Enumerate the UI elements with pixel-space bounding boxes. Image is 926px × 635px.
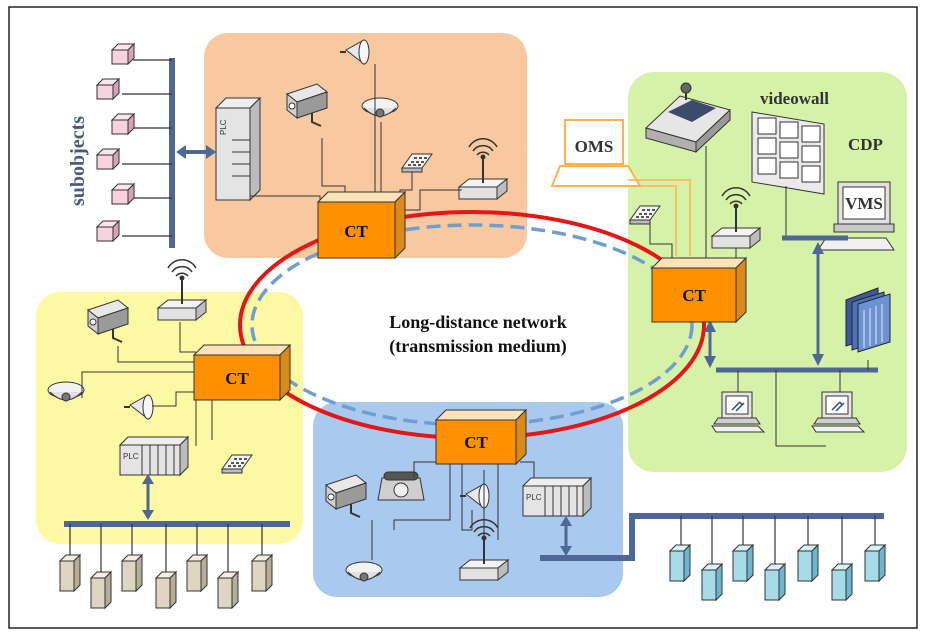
cabinet-icon: [90, 571, 112, 609]
vms-label: VMS: [845, 194, 883, 213]
top-zone-devices: PLC: [214, 39, 508, 211]
ct-bottom-label: CT: [464, 433, 488, 452]
plc-rack-icon: [119, 436, 189, 476]
cdp-label: CDP: [848, 135, 883, 154]
oms-label: OMS: [575, 137, 614, 156]
cabinet-icon: [251, 554, 273, 592]
cabinet-icon: [669, 544, 691, 582]
outer-frame: [8, 6, 918, 629]
bottom-right-bus: [540, 513, 884, 561]
plc-tower-label: PLC: [219, 119, 228, 135]
server-stack-icon: [845, 287, 891, 353]
subobject-terminal-icon: [96, 220, 120, 242]
cabinet-icon: [864, 544, 886, 582]
subobjects-label: subobjects: [67, 116, 89, 206]
ct-right-label: CT: [682, 286, 706, 305]
subobject-terminal-icon: [96, 148, 120, 170]
cabinet-icon: [186, 554, 208, 592]
cabinet-icon: [764, 563, 786, 601]
ct-right: CT: [650, 256, 748, 324]
subobject-terminal-icon: [111, 183, 135, 205]
arrow-up-icon: [560, 516, 572, 526]
cabinet-icon: [217, 571, 239, 609]
cabinet-icon: [701, 563, 723, 601]
plc-tower-icon: PLC: [214, 96, 262, 202]
subobjects-group: subobjects: [67, 43, 216, 248]
network-title-line2: (transmission medium): [389, 336, 567, 357]
subobject-terminal-icon: [111, 43, 135, 65]
arrow-down-icon: [704, 356, 716, 368]
arrow-down-icon: [812, 354, 824, 366]
radio-transmitter-icon: [157, 258, 207, 321]
ct-top-label: CT: [344, 222, 368, 241]
subobject-terminal-icon: [111, 113, 135, 135]
cabinet-icon: [831, 563, 853, 601]
ct-bottom: CT: [434, 408, 528, 466]
control-desk-icon: [645, 82, 731, 154]
arrow-up-icon: [704, 320, 716, 332]
telephone-icon: [377, 471, 425, 501]
zone-top: [204, 33, 527, 258]
videowall-icon: [751, 111, 825, 195]
arrow-up-icon: [812, 242, 824, 254]
cabinet-icon: [59, 554, 81, 592]
arrow-right-icon: [206, 145, 216, 159]
ct-top: CT: [316, 190, 407, 260]
bottom-zone-devices: [325, 461, 886, 601]
vms-computer-icon: VMS: [817, 181, 895, 251]
zone-bottom: [313, 402, 623, 597]
cabinet-icon: [121, 554, 143, 592]
ct-left: CT: [192, 343, 292, 402]
cabinet-icon: [732, 544, 754, 582]
zone-left: [36, 292, 303, 544]
cabinet-icon: [797, 544, 819, 582]
arrow-left-icon: [176, 145, 186, 159]
right-zone-devices: OMS videowall CDP VMS: [550, 82, 895, 447]
arrow-down-icon: [560, 546, 572, 556]
videowall-label: videowall: [760, 89, 829, 108]
arrow-up-icon: [142, 474, 154, 484]
network-title-line1: Long-distance network: [389, 312, 567, 332]
cabinet-icon: [155, 571, 177, 609]
left-zone-devices: [47, 258, 290, 609]
oms-laptop-icon: OMS: [550, 119, 642, 187]
plc-rack-icon: [522, 477, 592, 517]
arrow-down-icon: [142, 510, 154, 520]
ct-left-label: CT: [225, 369, 249, 388]
subobject-terminal-icon: [96, 78, 120, 100]
